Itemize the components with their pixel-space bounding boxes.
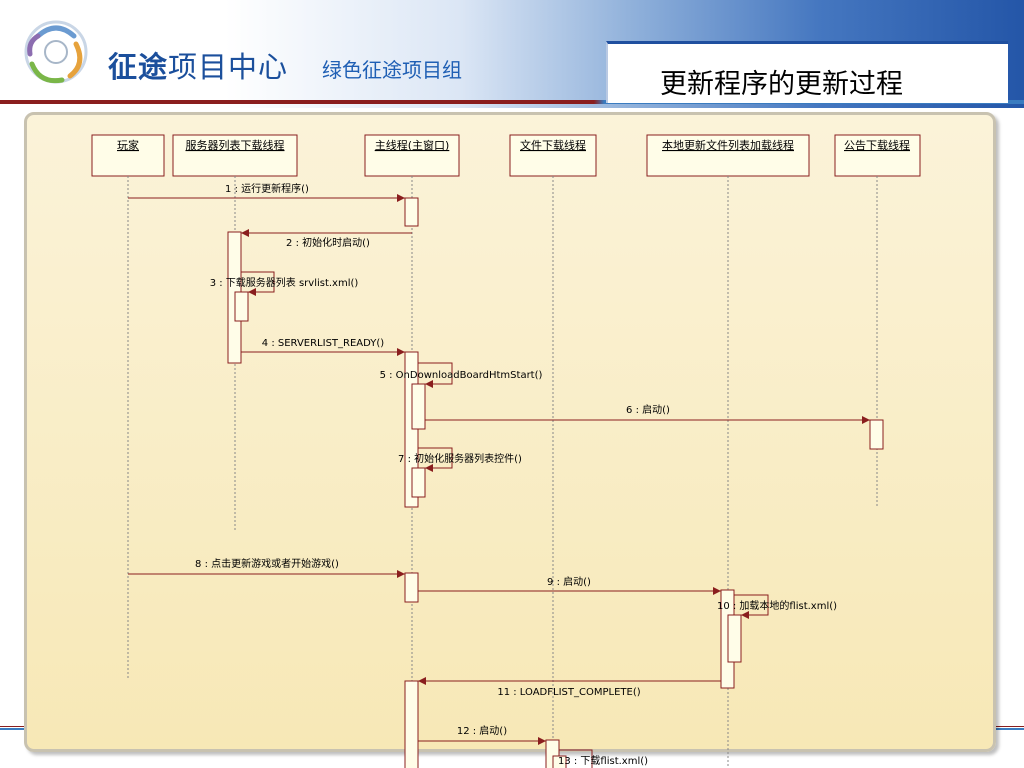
brand-subtitle: 绿色征途项目组 <box>322 58 462 82</box>
lifeline-localflist: 本地更新文件列表加载线程 <box>646 134 810 768</box>
slide-title-box: 更新程序的更新过程 <box>606 41 1008 103</box>
lifeline-label-srvlist: 服务器列表下载线程 <box>186 138 285 152</box>
diagram-panel <box>24 112 996 752</box>
lifeline-label-player: 玩家 <box>117 138 139 152</box>
lifeline-player: 玩家 <box>91 134 165 680</box>
message-12-label: 12 : 启动() <box>457 724 507 737</box>
brand-name-rest: 项目中心 <box>168 50 289 84</box>
logo-icon <box>24 20 88 84</box>
activation-srvlist-2 <box>234 291 249 322</box>
message-13-label: 13 : 下载flist.xml() <box>558 755 648 767</box>
lifeline-notice: 公告下载线程 <box>834 134 921 508</box>
lifeline-label-main: 主线程(主窗口) <box>375 138 450 152</box>
message-3-arrow <box>241 271 275 296</box>
message-7-label: 7 : 初始化服务器列表控件() <box>398 452 522 465</box>
lifeline-srvlist: 服务器列表下载线程 <box>172 134 298 530</box>
activation-localflist-2 <box>727 614 742 663</box>
message-4-label: 4 : SERVERLIST_READY() <box>262 338 385 349</box>
lifeline-main: 主线程(主窗口) <box>364 134 460 768</box>
message-6-label: 6 : 启动() <box>626 403 670 416</box>
message-11-label: 11 : LOADFLIST_COMPLETE() <box>497 687 640 698</box>
activation-filedl-2 <box>552 755 567 768</box>
activation-notice-1 <box>869 419 884 450</box>
message-10-label: 10 : 加载本地的flist.xml() <box>717 599 837 612</box>
lifeline-label-filedl: 文件下载线程 <box>520 138 586 152</box>
brand-name-bold: 征途 <box>108 50 169 84</box>
message-8-label: 8 : 点击更新游戏或者开始游戏() <box>195 557 339 570</box>
message-5-arrow <box>418 362 453 388</box>
brand-title: 征途项目中心 <box>108 44 288 86</box>
activation-main-6 <box>404 680 419 768</box>
message-9-label: 9 : 启动() <box>547 575 591 588</box>
activation-main-5 <box>404 572 419 603</box>
activation-bars <box>227 197 884 768</box>
slide-title: 更新程序的更新过程 <box>660 69 903 100</box>
message-13-arrow <box>559 749 593 768</box>
header-divider-stripe <box>0 100 1024 104</box>
activation-main-3 <box>411 383 426 430</box>
activation-main-4 <box>411 467 426 498</box>
message-2-label: 2 : 初始化时启动() <box>286 236 370 249</box>
lifeline-filedl: 文件下载线程 <box>509 134 597 768</box>
message-10-arrow <box>734 594 769 619</box>
message-1-label: 1 : 运行更新程序() <box>225 182 309 195</box>
lifeline-label-localflist: 本地更新文件列表加载线程 <box>662 138 794 152</box>
message-5-label: 5 : OnDownloadBoardHtmStart() <box>380 370 543 381</box>
activation-main-1 <box>404 197 419 227</box>
lifeline-label-notice: 公告下载线程 <box>844 138 910 152</box>
message-7-arrow <box>418 447 453 472</box>
message-3-label: 3 : 下载服务器列表 srvlist.xml() <box>210 276 359 289</box>
